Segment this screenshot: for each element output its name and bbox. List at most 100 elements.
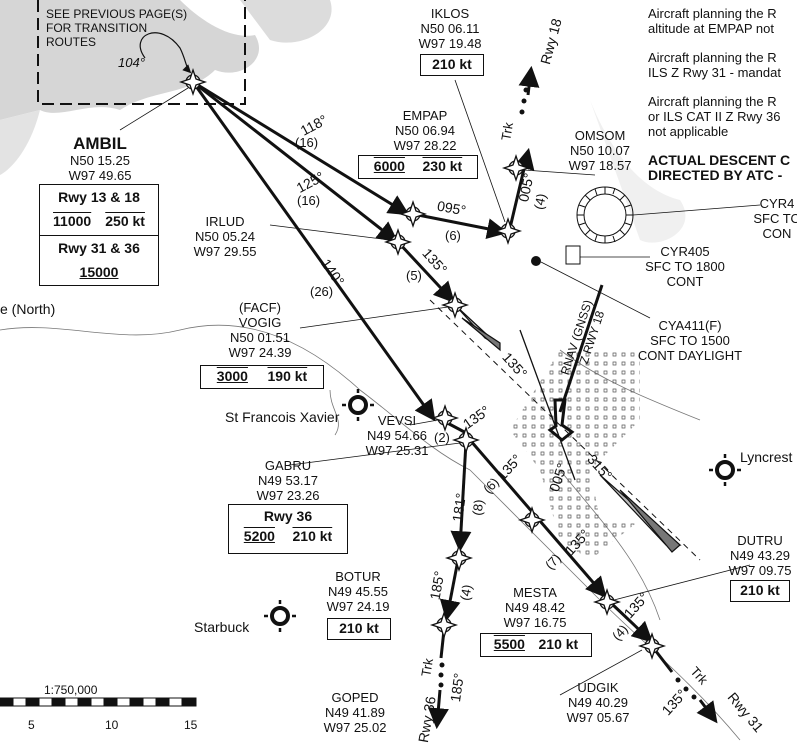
speed-constraint: 210 kt bbox=[538, 636, 579, 652]
speed-constraint: 210 kt bbox=[339, 620, 379, 636]
airspace-vertical-limits: SFC TO 1500 bbox=[650, 333, 730, 348]
runway-label: Rwy 36 bbox=[263, 508, 313, 524]
fix-name: EMPAP bbox=[402, 108, 448, 123]
place-north: e (North) bbox=[0, 301, 56, 317]
airspace-name: CYR405 bbox=[660, 244, 710, 259]
runway-label: Rwy 31 & 36 bbox=[58, 240, 140, 256]
waypoint-symbols bbox=[178, 67, 667, 661]
place-lyncrest: Lyncrest bbox=[740, 449, 793, 465]
fix-lat: N49 54.66 bbox=[367, 428, 427, 443]
fix-lon: W97 24.39 bbox=[228, 345, 292, 360]
transition-note: SEE PREVIOUS PAGE(S) FOR TRANSITION ROUT… bbox=[46, 7, 187, 49]
note-1: Aircraft planning the R altitude at EMPA… bbox=[648, 6, 797, 36]
waypoint-gabru bbox=[451, 425, 481, 455]
airspace-vertical-limits: SFC TO bbox=[753, 211, 797, 226]
speed-constraint: 210 kt bbox=[740, 582, 780, 598]
fix-name: VOGIG bbox=[238, 315, 282, 330]
cya411-airspace-symbol bbox=[531, 256, 541, 266]
rnav-arrow bbox=[558, 284, 604, 413]
fix-lat: N50 10.07 bbox=[570, 143, 630, 158]
dutru-speed-box: 210 kt bbox=[730, 580, 790, 602]
fix-name: IKLOS bbox=[430, 6, 470, 21]
fix-lon: W97 25.31 bbox=[365, 443, 429, 458]
fix-iklos: IKLOS N50 06.11 W97 19.48 bbox=[410, 6, 490, 51]
waypoint-goped bbox=[429, 610, 459, 640]
speed-constraint: 250 kt bbox=[105, 213, 145, 229]
airspace-vertical-limits: SFC TO 1800 bbox=[645, 259, 725, 274]
scale-tick-label: 15 bbox=[184, 718, 198, 732]
altitude-constraint: 5200 bbox=[243, 528, 275, 544]
airspace-time: CONT bbox=[666, 274, 704, 289]
leg-distance: (4) bbox=[457, 583, 475, 602]
waypoint-mesta bbox=[517, 505, 547, 535]
label-leaders bbox=[119, 79, 751, 696]
fix-name: UDGIK bbox=[577, 680, 619, 695]
fix-role: (FACF) bbox=[239, 300, 281, 315]
airport-ticks bbox=[264, 389, 741, 632]
fix-name: GOPED bbox=[331, 690, 379, 705]
speed-constraint: 210 kt bbox=[292, 528, 333, 544]
fix-name: GABRU bbox=[264, 458, 312, 473]
leg-distance: (16) bbox=[295, 135, 319, 150]
fix-lon: W97 19.48 bbox=[418, 36, 482, 51]
fix-lat: N49 43.29 bbox=[730, 548, 790, 563]
airspace-cyr405: CYR405 SFC TO 1800 CONT bbox=[645, 244, 725, 289]
notes-panel: Aircraft planning the R altitude at EMPA… bbox=[648, 6, 797, 197]
waypoint-dutru bbox=[592, 587, 622, 617]
fix-lon: W97 16.75 bbox=[503, 615, 567, 630]
speed-constraint: 210 kt bbox=[432, 56, 472, 72]
fix-name: AMBIL bbox=[73, 134, 127, 153]
fix-lat: N49 40.29 bbox=[568, 695, 628, 710]
transition-note-line: ROUTES bbox=[46, 35, 97, 49]
fix-gabru: GABRU N49 53.17 W97 23.26 bbox=[248, 458, 328, 503]
fix-omsom: OMSOM N50 10.07 W97 18.57 bbox=[565, 128, 635, 173]
runway-label: Rwy 13 & 18 bbox=[58, 189, 140, 205]
fix-mesta: MESTA N49 48.42 W97 16.75 bbox=[490, 585, 580, 630]
fix-lat: N50 15.25 bbox=[70, 153, 130, 168]
note-3: Aircraft planning the R or ILS CAT II Z … bbox=[648, 94, 797, 139]
transition-course: 104° bbox=[118, 55, 145, 70]
airport-symbols bbox=[270, 395, 735, 626]
waypoint-omsom bbox=[501, 153, 531, 183]
place-st-francois: St Francois Xavier bbox=[225, 409, 340, 425]
fix-lon: W97 05.67 bbox=[566, 710, 630, 725]
speed-constraint: 230 kt bbox=[422, 158, 463, 174]
fix-lon: W97 24.19 bbox=[326, 599, 390, 614]
transition-note-line: FOR TRANSITION bbox=[46, 21, 148, 35]
note-2: Aircraft planning the R ILS Z Rwy 31 - m… bbox=[648, 50, 797, 80]
airspace-time: CONT DAYLIGHT bbox=[637, 348, 743, 363]
fix-lat: N50 01.51 bbox=[230, 330, 290, 345]
fix-lat: N49 41.89 bbox=[325, 705, 385, 720]
waypoint-botur bbox=[444, 543, 474, 573]
fix-lon: W97 28.22 bbox=[393, 138, 457, 153]
empap-constraint-box: 6000 230 kt bbox=[358, 155, 478, 179]
waypoint-empap bbox=[398, 199, 428, 229]
fix-vevsi: VEVSI N49 54.66 W97 25.31 bbox=[357, 413, 437, 458]
leg-distance: (5) bbox=[406, 268, 422, 283]
track-label: Trk bbox=[498, 121, 517, 142]
scale-tick-label: 10 bbox=[105, 718, 119, 732]
note-line: ACTUAL DESCENT C bbox=[648, 152, 791, 168]
speed-constraint: 190 kt bbox=[267, 368, 308, 384]
fix-lon: W97 49.65 bbox=[68, 168, 132, 183]
constraint-row: 11000 250 kt bbox=[40, 211, 158, 231]
waypoint-vogig bbox=[440, 290, 470, 320]
note-line: altitude at EMPAP not bbox=[648, 21, 774, 36]
fix-lat: N50 06.94 bbox=[395, 123, 455, 138]
fix-name: OMSOM bbox=[574, 128, 626, 143]
waypoint-irlud bbox=[383, 227, 413, 257]
vogig-constraint-box: 3000 190 kt bbox=[200, 365, 324, 389]
botur-speed-box: 210 kt bbox=[327, 618, 391, 640]
iklos-speed-box: 210 kt bbox=[420, 54, 484, 76]
terrain-shading bbox=[0, 0, 686, 243]
fix-lon: W97 25.02 bbox=[323, 720, 387, 735]
fix-goped: GOPED N49 41.89 W97 25.02 bbox=[315, 690, 395, 735]
airspace-leaders bbox=[540, 204, 761, 319]
fix-ambil: AMBIL N50 15.25 W97 49.65 bbox=[55, 134, 145, 183]
altitude-constraint: 11000 bbox=[53, 213, 92, 229]
fix-irlud: IRLUD N50 05.24 W97 29.55 bbox=[185, 214, 265, 259]
fix-lat: N49 53.17 bbox=[258, 473, 318, 488]
descent-heading: ACTUAL DESCENT C DIRECTED BY ATC - bbox=[648, 153, 797, 183]
fix-lon: W97 09.75 bbox=[728, 563, 792, 578]
note-line: Aircraft planning the R bbox=[648, 50, 777, 65]
